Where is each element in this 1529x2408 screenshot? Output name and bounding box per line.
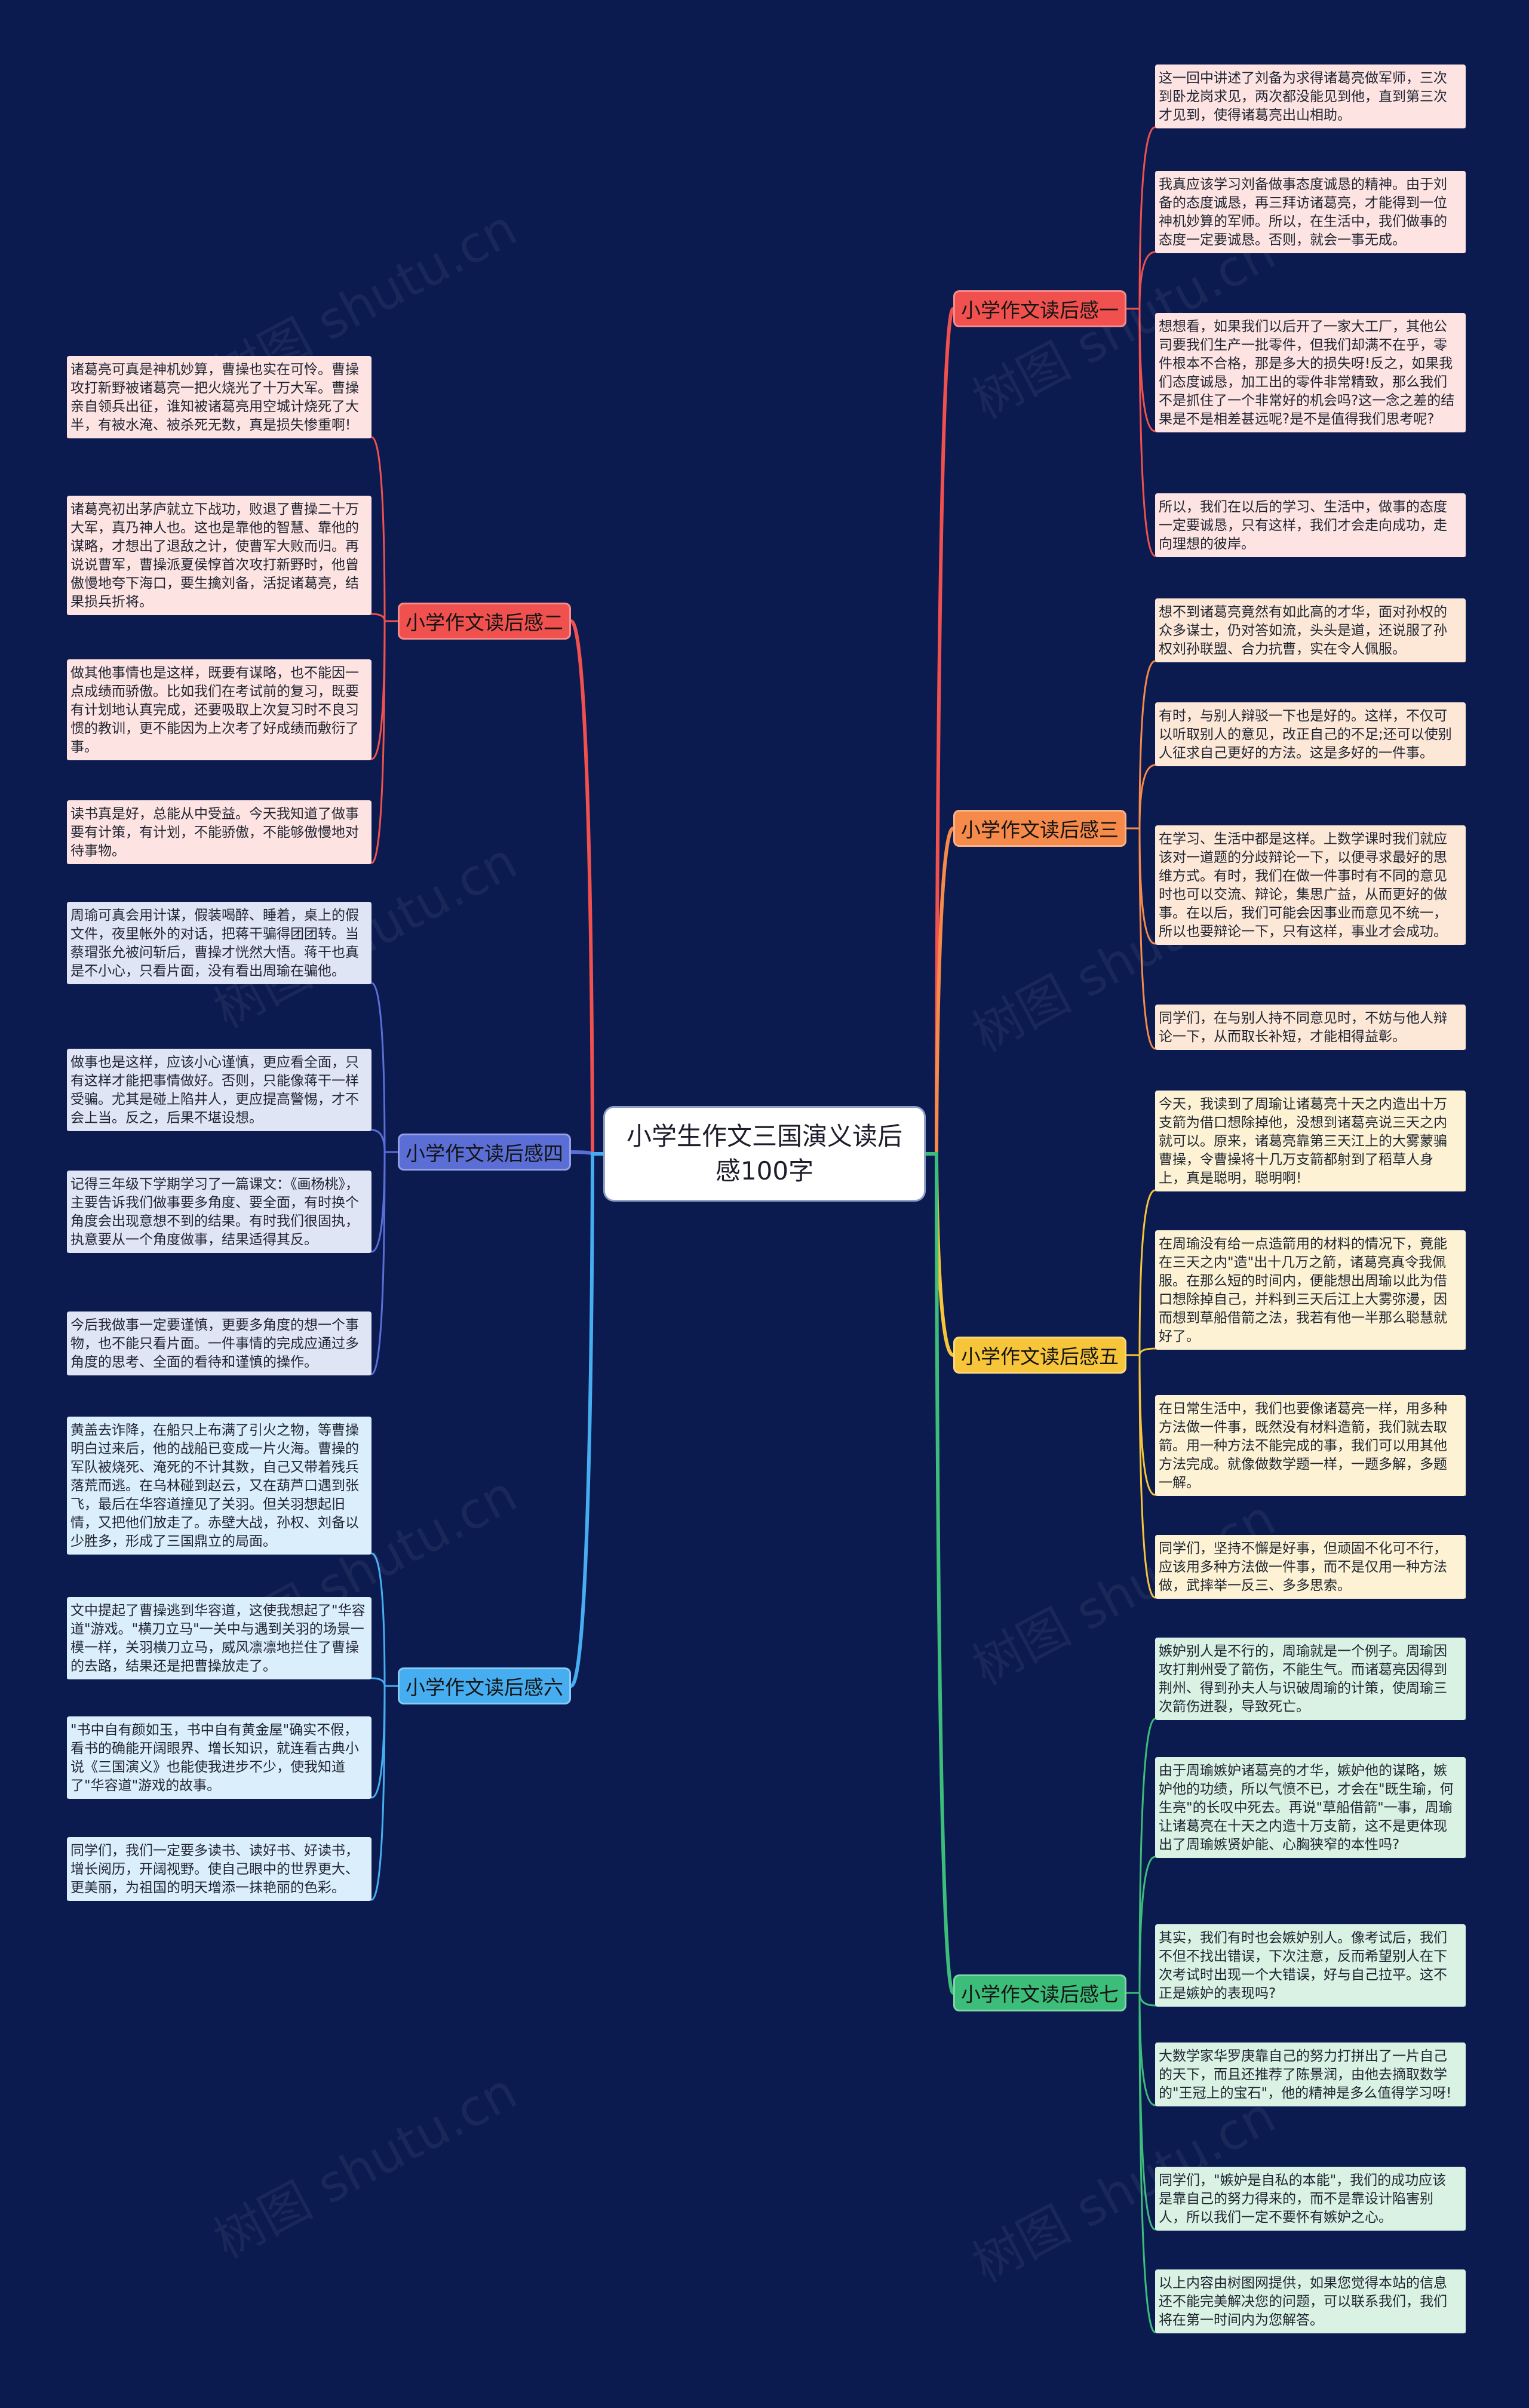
connector-line (1126, 1992, 1156, 2333)
leaf-5-1: 今天，我读到了周瑜让诸葛亮十天之内造出十万支箭为借口想除掉他，没想到诸葛亮说三天… (1155, 1091, 1466, 1191)
connector-line (1126, 1856, 1156, 1994)
leaf-3-3: 在学习、生活中都是这样。上数学课时我们就应该对一道题的分歧辩论一下，以便寻求最好… (1155, 825, 1466, 945)
connector-line (926, 1152, 954, 1357)
leaf-3-2: 有时，与别人辩驳一下也是好的。这样，不仅可以听取别人的意见，改正自己的不足;还可… (1155, 702, 1466, 766)
leaf-2-1: 诸葛亮可真是神机妙算，曹操也实在可怜。曹操攻打新野被诸葛亮一把火烧光了十万大军。… (67, 356, 371, 438)
leaf-2-2: 诸葛亮初出茅庐就立下战功，败退了曹操二十万大军，真乃神人也。这也是靠他的智慧、靠… (67, 496, 371, 615)
leaf-5-4: 同学们，坚持不懈是好事，但顽固不化可不行，应该用多种方法做一件事，而不是仅用一种… (1155, 1535, 1466, 1599)
branch-2[interactable]: 小学作文读后感二 (398, 603, 571, 640)
leaf-5-2: 在周瑜没有给一点造箭用的材料的情况下，竟能在三天之内"造"出十几万之箭，诸葛亮真… (1155, 1230, 1466, 1350)
connector-line (1126, 1189, 1156, 1356)
connector-line (371, 620, 398, 864)
connector-line (926, 1152, 955, 1995)
leaf-4-1: 周瑜可真会用计谋，假装喝醉、睡着，桌上的假文件，夜里帐外的对话，把蒋干骗得团团转… (67, 902, 371, 984)
branch-1[interactable]: 小学作文读后感一 (953, 290, 1126, 327)
connector-line (371, 1685, 398, 1901)
connector-line (569, 619, 603, 1156)
leaf-6-2: 文中提起了曹操逃到华容道，这使我想起了"华容道"游戏。"横刀立马"一关中与遇到关… (67, 1597, 371, 1679)
connector-line (1126, 251, 1156, 310)
branch-4[interactable]: 小学作文读后感四 (398, 1134, 571, 1171)
branch-7[interactable]: 小学作文读后感七 (953, 1974, 1126, 2011)
leaf-7-5: 同学们，"嫉妒是自私的本能"，我们的成功应该是靠自己的努力得来的，而不是靠设计陷… (1155, 2167, 1466, 2231)
leaf-2-4: 读书真是好，总能从中受益。今天我知道了做事要有计策，有计划，不能骄傲，不能够傲慢… (67, 800, 371, 864)
connector-line (371, 982, 398, 1153)
leaf-3-4: 同学们，在与别人持不同意见时，不妨与他人辩论一下，从而取长补短，才能相得益彰。 (1155, 1005, 1466, 1050)
leaf-4-2: 做事也是这样，应该小心谨慎，更应看全面，只有这样才能把事情做好。否则，只能像蒋干… (67, 1049, 371, 1131)
connector-line (1126, 764, 1156, 830)
leaf-1-2: 我真应该学习刘备做事态度诚恳的精神。由于刘备的态度诚恳，再三拜访诸葛亮，才能得到… (1155, 171, 1466, 253)
connector-line (371, 1151, 398, 1375)
leaf-1-4: 所以，我们在以后的学习、生活中，做事的态度一定要诚恳，只有这样，我们才会走向成功… (1155, 493, 1466, 557)
leaf-4-4: 今后我做事一定要谨慎，更要多角度的想一个事物，也不能只看片面。一件事情的完成应通… (67, 1312, 371, 1375)
leaf-7-4: 大数学家华罗庚靠自己的努力打拼出了一片自己的天下，而且还推荐了陈景润，由他去摘取… (1155, 2042, 1466, 2106)
leaf-6-3: "书中自有颜如玉，书中自有黄金屋"确实不假，看书的确能开阔眼界、增长知识，就连看… (67, 1716, 371, 1799)
leaf-7-2: 由于周瑜嫉妒诸葛亮的才华，嫉妒他的谋略，嫉妒他的功绩，所以气愤不已，才会在"既生… (1155, 1757, 1466, 1858)
leaf-1-1: 这一回中讲述了刘备为求得诸葛亮做军师，三次到卧龙岗求见，两次都没能见到他，直到第… (1155, 64, 1466, 128)
leaf-3-1: 想不到诸葛亮竟然有如此高的才华，面对孙权的众多谋士，仍对答如流，头头是道，还说服… (1155, 598, 1466, 662)
leaf-2-3: 做其他事情也是这样，既要有谋略，也不能因一点成绩而骄傲。比如我们在考试前的复习，… (67, 659, 371, 760)
branch-5[interactable]: 小学作文读后感五 (953, 1337, 1126, 1374)
leaf-7-6: 以上内容由树图网提供，如果您觉得本站的信息还不能完美解决您的问题，可以联系我们，… (1155, 2269, 1466, 2333)
connector-line (1126, 126, 1156, 310)
root-topic[interactable]: 小学生作文三国演义读后感100字 (603, 1106, 926, 1202)
connector-line (1126, 1354, 1156, 1599)
leaf-7-1: 嫉妒别人是不行的，周瑜就是一个例子。周瑜因攻打荆州受了箭伤，不能生气。而诸葛亮因… (1155, 1638, 1466, 1720)
leaf-1-3: 想想看，如果我们以后开了一家大工厂，其他公司要我们生产一批零件，但我们却满不在乎… (1155, 313, 1466, 432)
leaf-6-1: 黄盖去诈降，在船只上布满了引火之物，等曹操明白过来后，他的战船已变成一片火海。曹… (67, 1417, 371, 1555)
connector-line (1126, 308, 1156, 557)
leaf-4-3: 记得三年级下学期学习了一篇课文：《画杨桃》，主要告诉我们做事要多角度、要全面，有… (67, 1171, 371, 1253)
branch-3[interactable]: 小学作文读后感三 (953, 810, 1126, 847)
leaf-6-4: 同学们，我们一定要多读书、读好书、好读书，增长阅历，开阔视野。使自己眼中的世界更… (67, 1837, 371, 1901)
connector-line (569, 1152, 603, 1688)
connector-line (926, 827, 955, 1156)
connector-line (371, 1552, 398, 1687)
connector-line (371, 436, 398, 622)
branch-6[interactable]: 小学作文读后感六 (398, 1667, 571, 1704)
connector-line (1126, 1347, 1156, 1356)
leaf-5-3: 在日常生活中，我们也要像诸葛亮一样，用多种方法做一件事，既然没有材料造箭，我们就… (1155, 1395, 1466, 1496)
leaf-7-3: 其实，我们有时也会嫉妒别人。像考试后，我们不但不找出错误，下次注意，反而希望别人… (1155, 1924, 1466, 2007)
connector-line (1126, 827, 1156, 1050)
connector-line (1126, 1992, 1156, 2007)
